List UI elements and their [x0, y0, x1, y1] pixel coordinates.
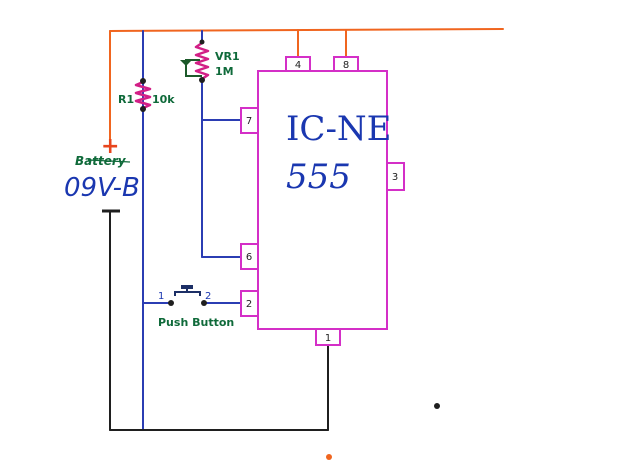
button-terminal1-label: 1 [158, 291, 164, 302]
r1-resistor [134, 80, 152, 110]
r1-value: 10k [152, 93, 175, 106]
vr1-wiper [185, 59, 202, 77]
svg-text:7: 7 [246, 116, 252, 127]
ic-pin-2: 2 [240, 290, 259, 317]
ic-pin-3: 3 [386, 162, 405, 191]
battery-label-strike [87, 159, 131, 163]
button-terminal-right [201, 300, 207, 306]
vcc-top-rail [109, 28, 504, 32]
vr1-resistor [194, 41, 210, 81]
vr1-name: VR1 [215, 50, 240, 63]
push-button-actuator [174, 291, 201, 296]
svg-text:1: 1 [325, 333, 331, 344]
ic-name-line1: IC-NE [286, 109, 392, 149]
button-terminal-left [168, 300, 174, 306]
vr1-bottom-junction [199, 77, 205, 83]
ic-pin-6: 6 [240, 243, 259, 270]
signal-wires [142, 30, 242, 431]
vcc-wires [109, 28, 504, 143]
vr1-wiper-arrow-icon [180, 60, 192, 66]
ic-pin-4: 4 [285, 56, 311, 72]
ic-pin-8: 8 [333, 56, 359, 72]
stray-dot-black [434, 403, 440, 409]
svg-text:3: 3 [392, 172, 398, 183]
push-button-cap [181, 285, 193, 289]
button-terminal2-label: 2 [205, 291, 211, 302]
ic-pin-1: 1 [315, 328, 341, 346]
r1-top-junction [140, 78, 146, 84]
ground-wires [109, 210, 329, 431]
svg-text:2: 2 [246, 299, 252, 310]
r1-bottom-junction [140, 106, 146, 112]
stray-dot-orange [326, 454, 332, 460]
ic-pin-7: 7 [240, 107, 259, 134]
battery-voltage: 09V-B [64, 173, 140, 203]
r1-name: R1 [118, 93, 134, 106]
push-button-label: Push Button [158, 316, 234, 329]
ic-name-line2: 555 [286, 157, 351, 197]
svg-text:6: 6 [246, 252, 252, 263]
vr1-top-junction [199, 39, 205, 45]
vr1-value: 1M [215, 65, 234, 78]
svg-text:4: 4 [295, 60, 301, 71]
svg-text:8: 8 [343, 60, 349, 71]
battery-plus-icon: + [101, 134, 119, 159]
